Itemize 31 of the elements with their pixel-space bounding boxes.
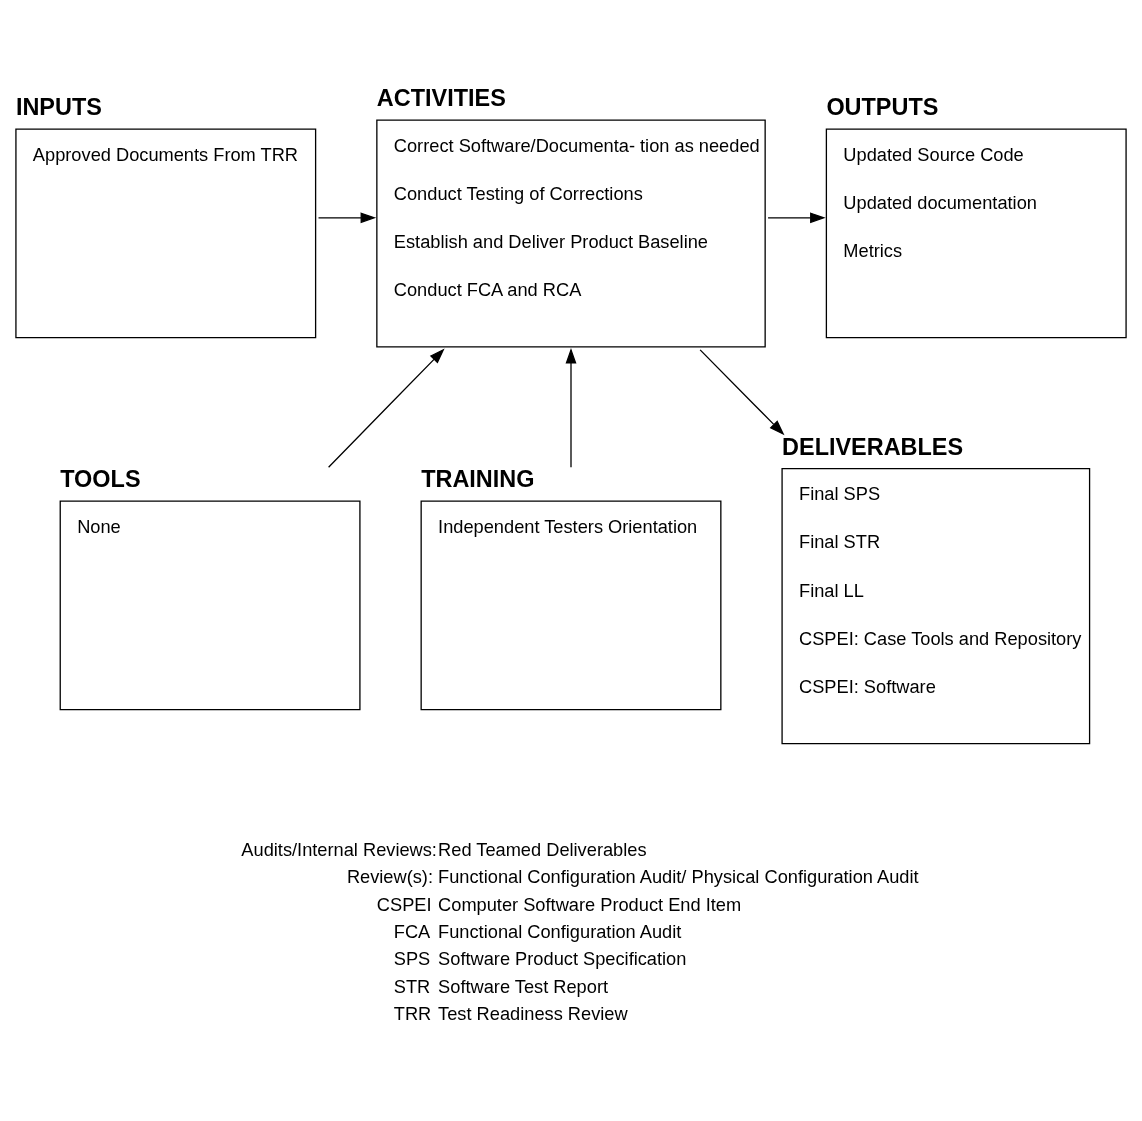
- node-label: TOOLS: [60, 466, 141, 493]
- label: Audits/Internal Reviews:: [241, 838, 437, 860]
- label: Red Teamed Deliverables: [438, 838, 647, 860]
- arrow: [565, 347, 577, 468]
- label: Functional Configuration Audit: [438, 920, 682, 942]
- node-box: None: [59, 500, 361, 711]
- label: STR: [393, 975, 431, 997]
- label: SPS: [393, 948, 431, 970]
- node-box: Correct Software/Documenta- tion as needed Conduct Testing of Corrections Establish and Deliver Product Baseline Conduct FCA and RCA: [376, 119, 766, 348]
- node-box: Approved Documents From TRR: [15, 128, 317, 339]
- node-box: Updated Source Code Updated documentation Metrics: [825, 128, 1127, 339]
- label: Software Test Report: [438, 975, 609, 997]
- label: CSPEI: [376, 893, 432, 915]
- node-label: OUTPUTS: [826, 94, 939, 121]
- arrow: [327, 348, 445, 468]
- label: TRR: [393, 1003, 432, 1025]
- node-label: DELIVERABLES: [782, 433, 964, 460]
- label: Test Readiness Review: [438, 1003, 628, 1025]
- label: Functional Configuration Audit/ Physical Configuration Audit: [438, 866, 919, 888]
- node-label: TRAINING: [421, 466, 535, 493]
- arrow: [767, 212, 826, 224]
- label: Review(s):: [346, 866, 434, 888]
- label: FCA: [393, 920, 431, 942]
- arrow: [699, 349, 785, 436]
- node-box: Independent Testers Orientation: [420, 500, 722, 711]
- node-label: ACTIVITIES: [376, 85, 506, 112]
- label: Computer Software Product End Item: [438, 893, 742, 915]
- node-label: INPUTS: [15, 94, 102, 121]
- arrow: [317, 212, 377, 224]
- label: Software Product Specification: [438, 948, 687, 970]
- node-box: Final SPS Final STR Final LL CSPEI: Case Tools and Repository CSPEI: Software: [781, 468, 1091, 745]
